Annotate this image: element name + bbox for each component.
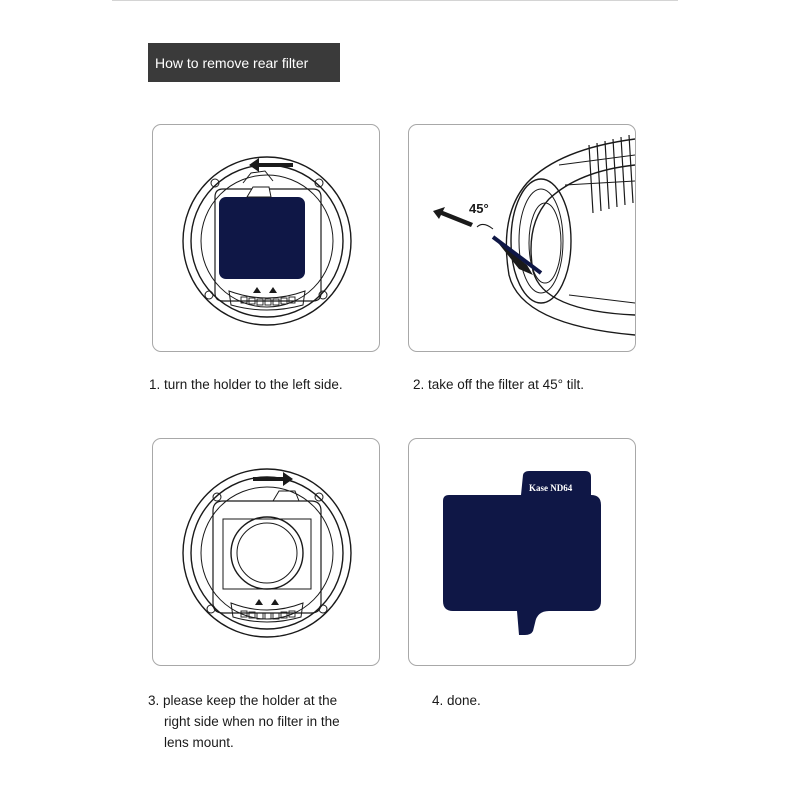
step-4-caption: 4. done.: [432, 693, 481, 708]
lens-filter-removal-drawing: 45°: [433, 134, 635, 336]
arrow-left-icon: [249, 158, 293, 172]
step-3-caption-line-2: right side when no filter in the: [164, 714, 340, 729]
section-title: How to remove rear filter: [148, 43, 340, 82]
arrow-out-icon: [433, 207, 473, 227]
filter-label: Kase ND64: [529, 483, 573, 493]
step-2-caption: 2. take off the filter at 45° tilt.: [413, 377, 584, 392]
step-1-illustration: [152, 124, 380, 352]
step-3-caption: 3. please keep the holder at the right s…: [148, 690, 340, 753]
step-4-illustration: Kase ND64: [408, 438, 636, 666]
step-3-caption-line-3: lens mount.: [164, 735, 234, 750]
mount-without-filter-drawing: [182, 468, 352, 638]
removed-filter-drawing: Kase ND64: [443, 471, 601, 635]
nd-filter-shape: [443, 471, 601, 635]
nd-filter-shape: [219, 197, 305, 279]
top-divider: [112, 0, 678, 1]
step-3-caption-line-1: 3. please keep the holder at the: [148, 693, 338, 708]
angle-label: 45°: [469, 201, 489, 216]
arrow-right-icon: [253, 472, 293, 486]
step-3-illustration: [152, 438, 380, 666]
step-1-caption: 1. turn the holder to the left side.: [149, 377, 343, 392]
mount-with-filter-drawing: [182, 156, 352, 326]
step-2-illustration: 45°: [408, 124, 636, 352]
